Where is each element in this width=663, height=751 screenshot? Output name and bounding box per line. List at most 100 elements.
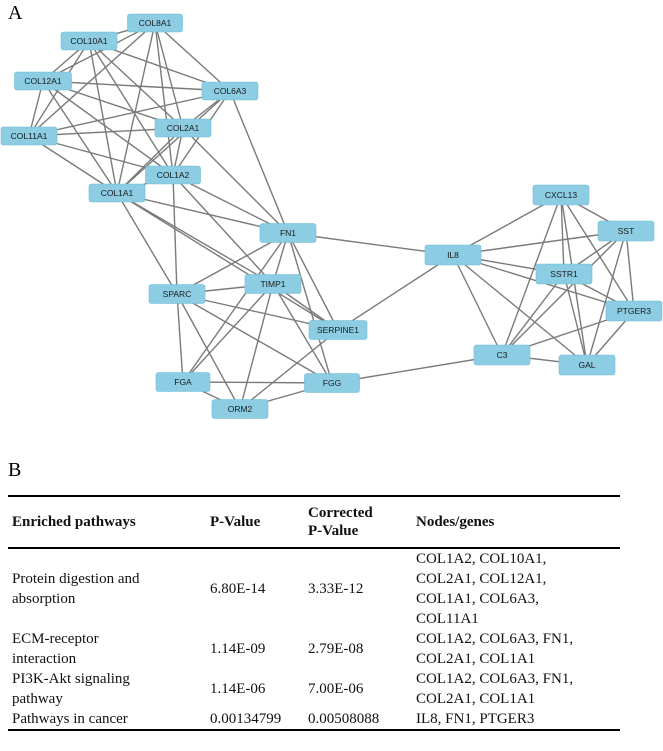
edge-timp1-fgg [272, 283, 333, 384]
edge-il8-c3 [452, 254, 503, 356]
node-orm2[interactable]: ORM2 [211, 399, 269, 419]
node-box [597, 220, 655, 242]
genes-cell-line: COL2A1, COL12A1, [416, 571, 547, 587]
panel-a-label: A [8, 2, 23, 24]
header-p-value: P-Value [210, 514, 261, 530]
node-label: FGG [323, 378, 341, 388]
edge-sparc-fga [176, 293, 184, 383]
node-ptger3[interactable]: PTGER3 [605, 300, 663, 322]
edge-col8a1-col2a1 [154, 22, 184, 129]
edge-fn1-sparc [176, 232, 289, 295]
p-value-cell: 1.14E-09 [210, 641, 266, 657]
corrected-p-value-cell: 0.00508088 [308, 711, 380, 727]
pathway-name-cell-line: absorption [12, 591, 76, 607]
genes-cell-line: COL1A2, COL6A3, FN1, [416, 631, 574, 647]
node-box [155, 372, 211, 392]
network-edges [28, 22, 635, 410]
node-col10a1[interactable]: COL10A1 [60, 31, 118, 51]
node-box [88, 183, 146, 203]
node-fn1[interactable]: FN1 [259, 223, 317, 243]
edge-col12a1-col6a3 [42, 80, 231, 92]
header-corrected-line1: Corrected [308, 505, 373, 521]
panel-b-label: B [8, 459, 22, 481]
corrected-p-value-cell: 7.00E-06 [308, 681, 364, 697]
edge-col6a3-col1a1 [116, 90, 231, 194]
node-sstr1[interactable]: SSTR1 [535, 263, 593, 285]
edge-col2a1-fn1 [182, 127, 289, 234]
edge-col1a2-sparc [172, 174, 178, 295]
edge-cxcl13-sstr1 [560, 194, 565, 275]
node-col6a3[interactable]: COL6A3 [201, 81, 259, 101]
edge-col1a1-serpine1 [116, 192, 339, 331]
genes-cell: COL1A2, COL10A1,COL2A1, COL12A1,COL1A1, … [412, 548, 620, 629]
pathway-name-cell-line: ECM-receptor [12, 631, 99, 647]
node-label: COL8A1 [139, 18, 172, 28]
p-value-cell: 1.14E-06 [210, 681, 266, 697]
edge-col6a3-fn1 [229, 90, 289, 234]
edge-il8-sst [452, 230, 627, 256]
node-box [145, 165, 201, 185]
node-box [244, 274, 302, 294]
edge-cxcl13-ptger3 [560, 194, 635, 312]
node-fga[interactable]: FGA [155, 372, 211, 392]
edge-col10a1-col1a2 [88, 40, 174, 176]
edge-col8a1-col1a2 [154, 22, 174, 176]
header-nodes-genes: Nodes/genes [416, 514, 495, 530]
node-fgg[interactable]: FGG [304, 373, 360, 393]
node-il8[interactable]: IL8 [424, 244, 482, 266]
node-box [308, 320, 368, 340]
node-col12a1[interactable]: COL12A1 [14, 71, 72, 91]
node-box [127, 13, 183, 33]
node-box [211, 399, 269, 419]
genes-cell: IL8, FN1, PTGER3 [412, 709, 620, 730]
node-box [154, 118, 212, 138]
genes-cell-line: COL1A2, COL6A3, FN1, [416, 671, 574, 687]
node-label: SST [618, 226, 635, 236]
node-label: COL6A3 [214, 86, 247, 96]
node-label: FGA [174, 377, 192, 387]
genes-cell-line: COL1A1, COL6A3, [416, 591, 539, 607]
node-label: GAL [578, 360, 595, 370]
node-col2a1[interactable]: COL2A1 [154, 118, 212, 138]
node-c3[interactable]: C3 [473, 344, 531, 366]
node-col8a1[interactable]: COL8A1 [127, 13, 183, 33]
edge-col2a1-col1a1 [116, 127, 184, 194]
node-timp1[interactable]: TIMP1 [244, 274, 302, 294]
edge-col1a1-sparc [116, 192, 178, 295]
edge-col8a1-col1a1 [116, 22, 156, 194]
edge-col1a1-timp1 [116, 192, 274, 285]
node-cxcl13[interactable]: CXCL13 [532, 184, 590, 206]
edge-il8-gal [452, 254, 588, 366]
node-col1a1[interactable]: COL1A1 [88, 183, 146, 203]
p-value-cell: 0.00134799 [210, 711, 282, 727]
node-serpine1[interactable]: SERPINE1 [308, 320, 368, 340]
node-label: FN1 [280, 228, 296, 238]
pathway-name-cell-line: PI3K-Akt signaling [12, 671, 130, 687]
node-col1a2[interactable]: COL1A2 [145, 165, 201, 185]
node-box [473, 344, 531, 366]
node-gal[interactable]: GAL [558, 354, 616, 376]
genes-cell-line: COL2A1, COL1A1 [416, 651, 536, 667]
node-label: SSTR1 [550, 269, 578, 279]
node-col11a1[interactable]: COL11A1 [0, 126, 58, 146]
node-box [605, 300, 663, 322]
edge-col6a3-col11a1 [28, 90, 231, 137]
node-box [148, 284, 206, 304]
header-corrected-line2: P-Value [308, 523, 359, 539]
genes-cell-line: IL8, FN1, PTGER3 [416, 711, 535, 727]
node-sst[interactable]: SST [597, 220, 655, 242]
node-label: PTGER3 [617, 306, 651, 316]
edge-col8a1-col6a3 [154, 22, 231, 92]
node-label: COL12A1 [24, 76, 62, 86]
node-sparc[interactable]: SPARC [148, 284, 206, 304]
node-label: CXCL13 [545, 190, 577, 200]
edge-timp1-fga [182, 283, 274, 383]
edge-sstr1-gal [563, 273, 588, 366]
pathway-name-cell-line: interaction [12, 651, 77, 667]
